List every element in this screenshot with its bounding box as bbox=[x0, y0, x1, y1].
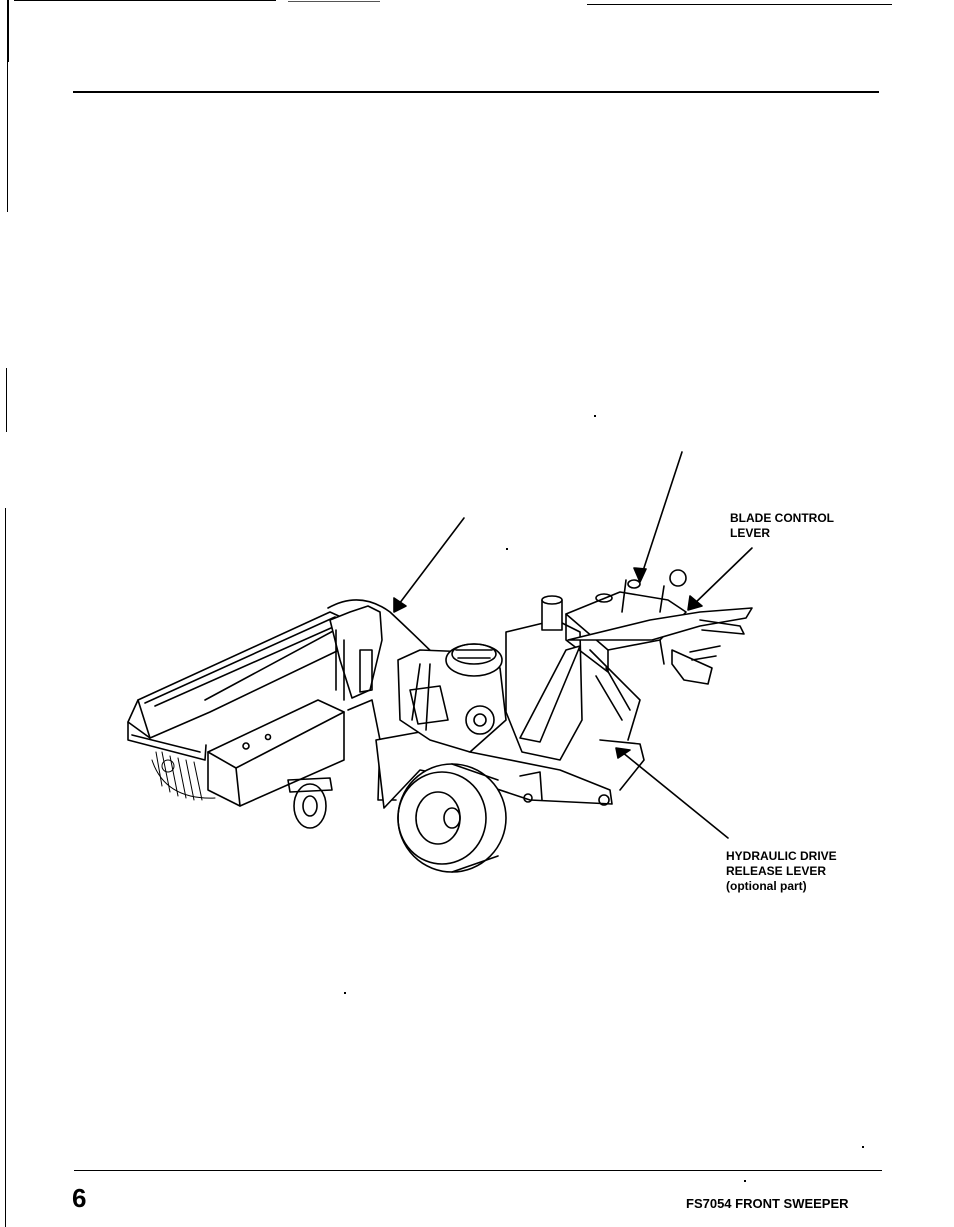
blade-control-lever-label: BLADE CONTROL LEVER bbox=[730, 511, 834, 540]
caster-wheel bbox=[287, 777, 333, 829]
engine bbox=[397, 643, 507, 753]
scan-speck bbox=[344, 992, 346, 994]
header-rule bbox=[73, 91, 879, 93]
scan-edge-left bbox=[6, 368, 7, 432]
scan-speck bbox=[594, 415, 596, 417]
scan-speck bbox=[862, 1146, 864, 1148]
scan-edge-left bbox=[7, 0, 9, 62]
scan-edge-top-mid bbox=[288, 1, 380, 2]
handlebars bbox=[519, 607, 753, 743]
broom-housing bbox=[127, 611, 361, 761]
callout-arrows bbox=[393, 451, 753, 839]
scan-speck bbox=[506, 548, 508, 550]
footer-title: FS7054 FRONT SWEEPER bbox=[686, 1196, 849, 1211]
tank bbox=[505, 595, 583, 761]
scan-edge-left bbox=[7, 62, 8, 212]
arrow-top-center bbox=[639, 451, 683, 581]
scan-edge-left bbox=[5, 508, 6, 1227]
scan-edge-top-left bbox=[14, 0, 276, 1]
hydraulic-drive-label-line1: HYDRAULIC DRIVE bbox=[726, 849, 837, 863]
arrow-blade-control bbox=[691, 547, 753, 607]
scan-edge-top-right bbox=[587, 4, 892, 5]
footer-rule bbox=[74, 1170, 882, 1171]
scan-speck bbox=[744, 1180, 746, 1182]
side-shield bbox=[207, 699, 345, 807]
hydraulic-drive-label-line2: RELEASE LEVER bbox=[726, 864, 827, 878]
arrow-hydraulic-drive bbox=[621, 751, 729, 839]
arrow-left bbox=[395, 517, 465, 609]
brush-bristles bbox=[151, 751, 216, 801]
drive-wheel bbox=[397, 763, 507, 873]
hydraulic-drive-label-line3: (optional part) bbox=[726, 879, 807, 893]
page-number: 6 bbox=[72, 1183, 87, 1213]
